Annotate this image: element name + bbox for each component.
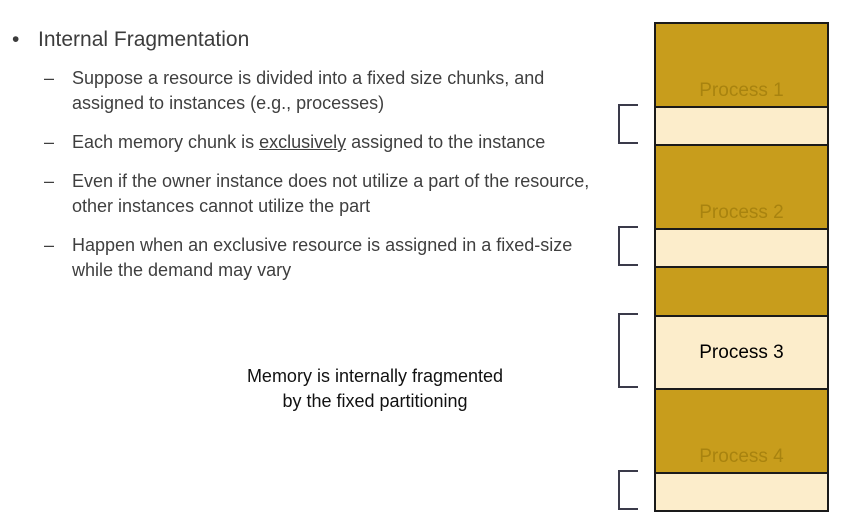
memory-block-used: Process 1 xyxy=(656,24,827,106)
dash-icon: – xyxy=(44,235,55,255)
page-title-bullet: • Internal Fragmentation xyxy=(8,26,608,54)
list-item-text-emphasis: exclusively xyxy=(259,132,347,152)
diagram-caption-line-1: Memory is internally fragmented xyxy=(246,366,504,386)
memory-block-used: Process 2 xyxy=(656,146,827,228)
dash-icon: – xyxy=(44,68,55,88)
list-item-text-pre: Suppose a resource is divided into a fix… xyxy=(72,68,545,113)
memory-block-free xyxy=(656,472,827,512)
list-item: – Happen when an exclusive resource is a… xyxy=(44,233,604,283)
list-item-text: Each memory chunk is exclusively assigne… xyxy=(72,130,545,155)
process-label: Process 3 xyxy=(699,341,784,363)
list-item-text: Even if the owner instance does not util… xyxy=(72,169,597,219)
fragment-bracket-icon xyxy=(618,226,638,266)
list-item-text-pre: Even if the owner instance does not util… xyxy=(72,171,590,216)
list-item-text: Happen when an exclusive resource is ass… xyxy=(72,233,597,283)
sub-bullet-list: – Suppose a resource is divided into a f… xyxy=(44,66,604,297)
memory-block-free: Process 3 xyxy=(656,315,827,390)
fragment-bracket-icon xyxy=(618,470,638,510)
list-item: – Each memory chunk is exclusively assig… xyxy=(44,130,604,155)
process-label: Process 2 xyxy=(699,202,784,223)
memory-block-free xyxy=(656,228,827,268)
bullet-dot-icon: • xyxy=(12,28,20,51)
page-title: Internal Fragmentation xyxy=(38,28,250,51)
memory-block-used xyxy=(656,268,827,315)
process-label: Process 4 xyxy=(699,446,784,467)
diagram-caption-line-2: by the fixed partitioning xyxy=(282,391,468,411)
dash-icon: – xyxy=(44,171,55,191)
process-label: Process 1 xyxy=(699,80,784,101)
fragment-bracket-icon xyxy=(618,104,638,144)
list-item: – Suppose a resource is divided into a f… xyxy=(44,66,604,116)
diagram-caption: Memory is internally fragmented by the f… xyxy=(140,364,610,414)
fragment-bracket-icon xyxy=(618,313,638,388)
list-item-text-pre: Each memory chunk is xyxy=(72,132,260,152)
memory-partition-diagram: Process 1 Process 2 Process 3 Process 4 xyxy=(654,22,829,512)
list-item: – Even if the owner instance does not ut… xyxy=(44,169,604,219)
list-item-text: Suppose a resource is divided into a fix… xyxy=(72,66,597,116)
memory-block-free xyxy=(656,106,827,146)
list-item-text-pre: Happen when an exclusive resource is ass… xyxy=(72,235,573,280)
memory-block-used: Process 4 xyxy=(656,390,827,472)
slide-text-content: • Internal Fragmentation – Suppose a res… xyxy=(8,26,610,414)
dash-icon: – xyxy=(44,132,55,152)
list-item-text-post: assigned to the instance xyxy=(346,132,546,152)
